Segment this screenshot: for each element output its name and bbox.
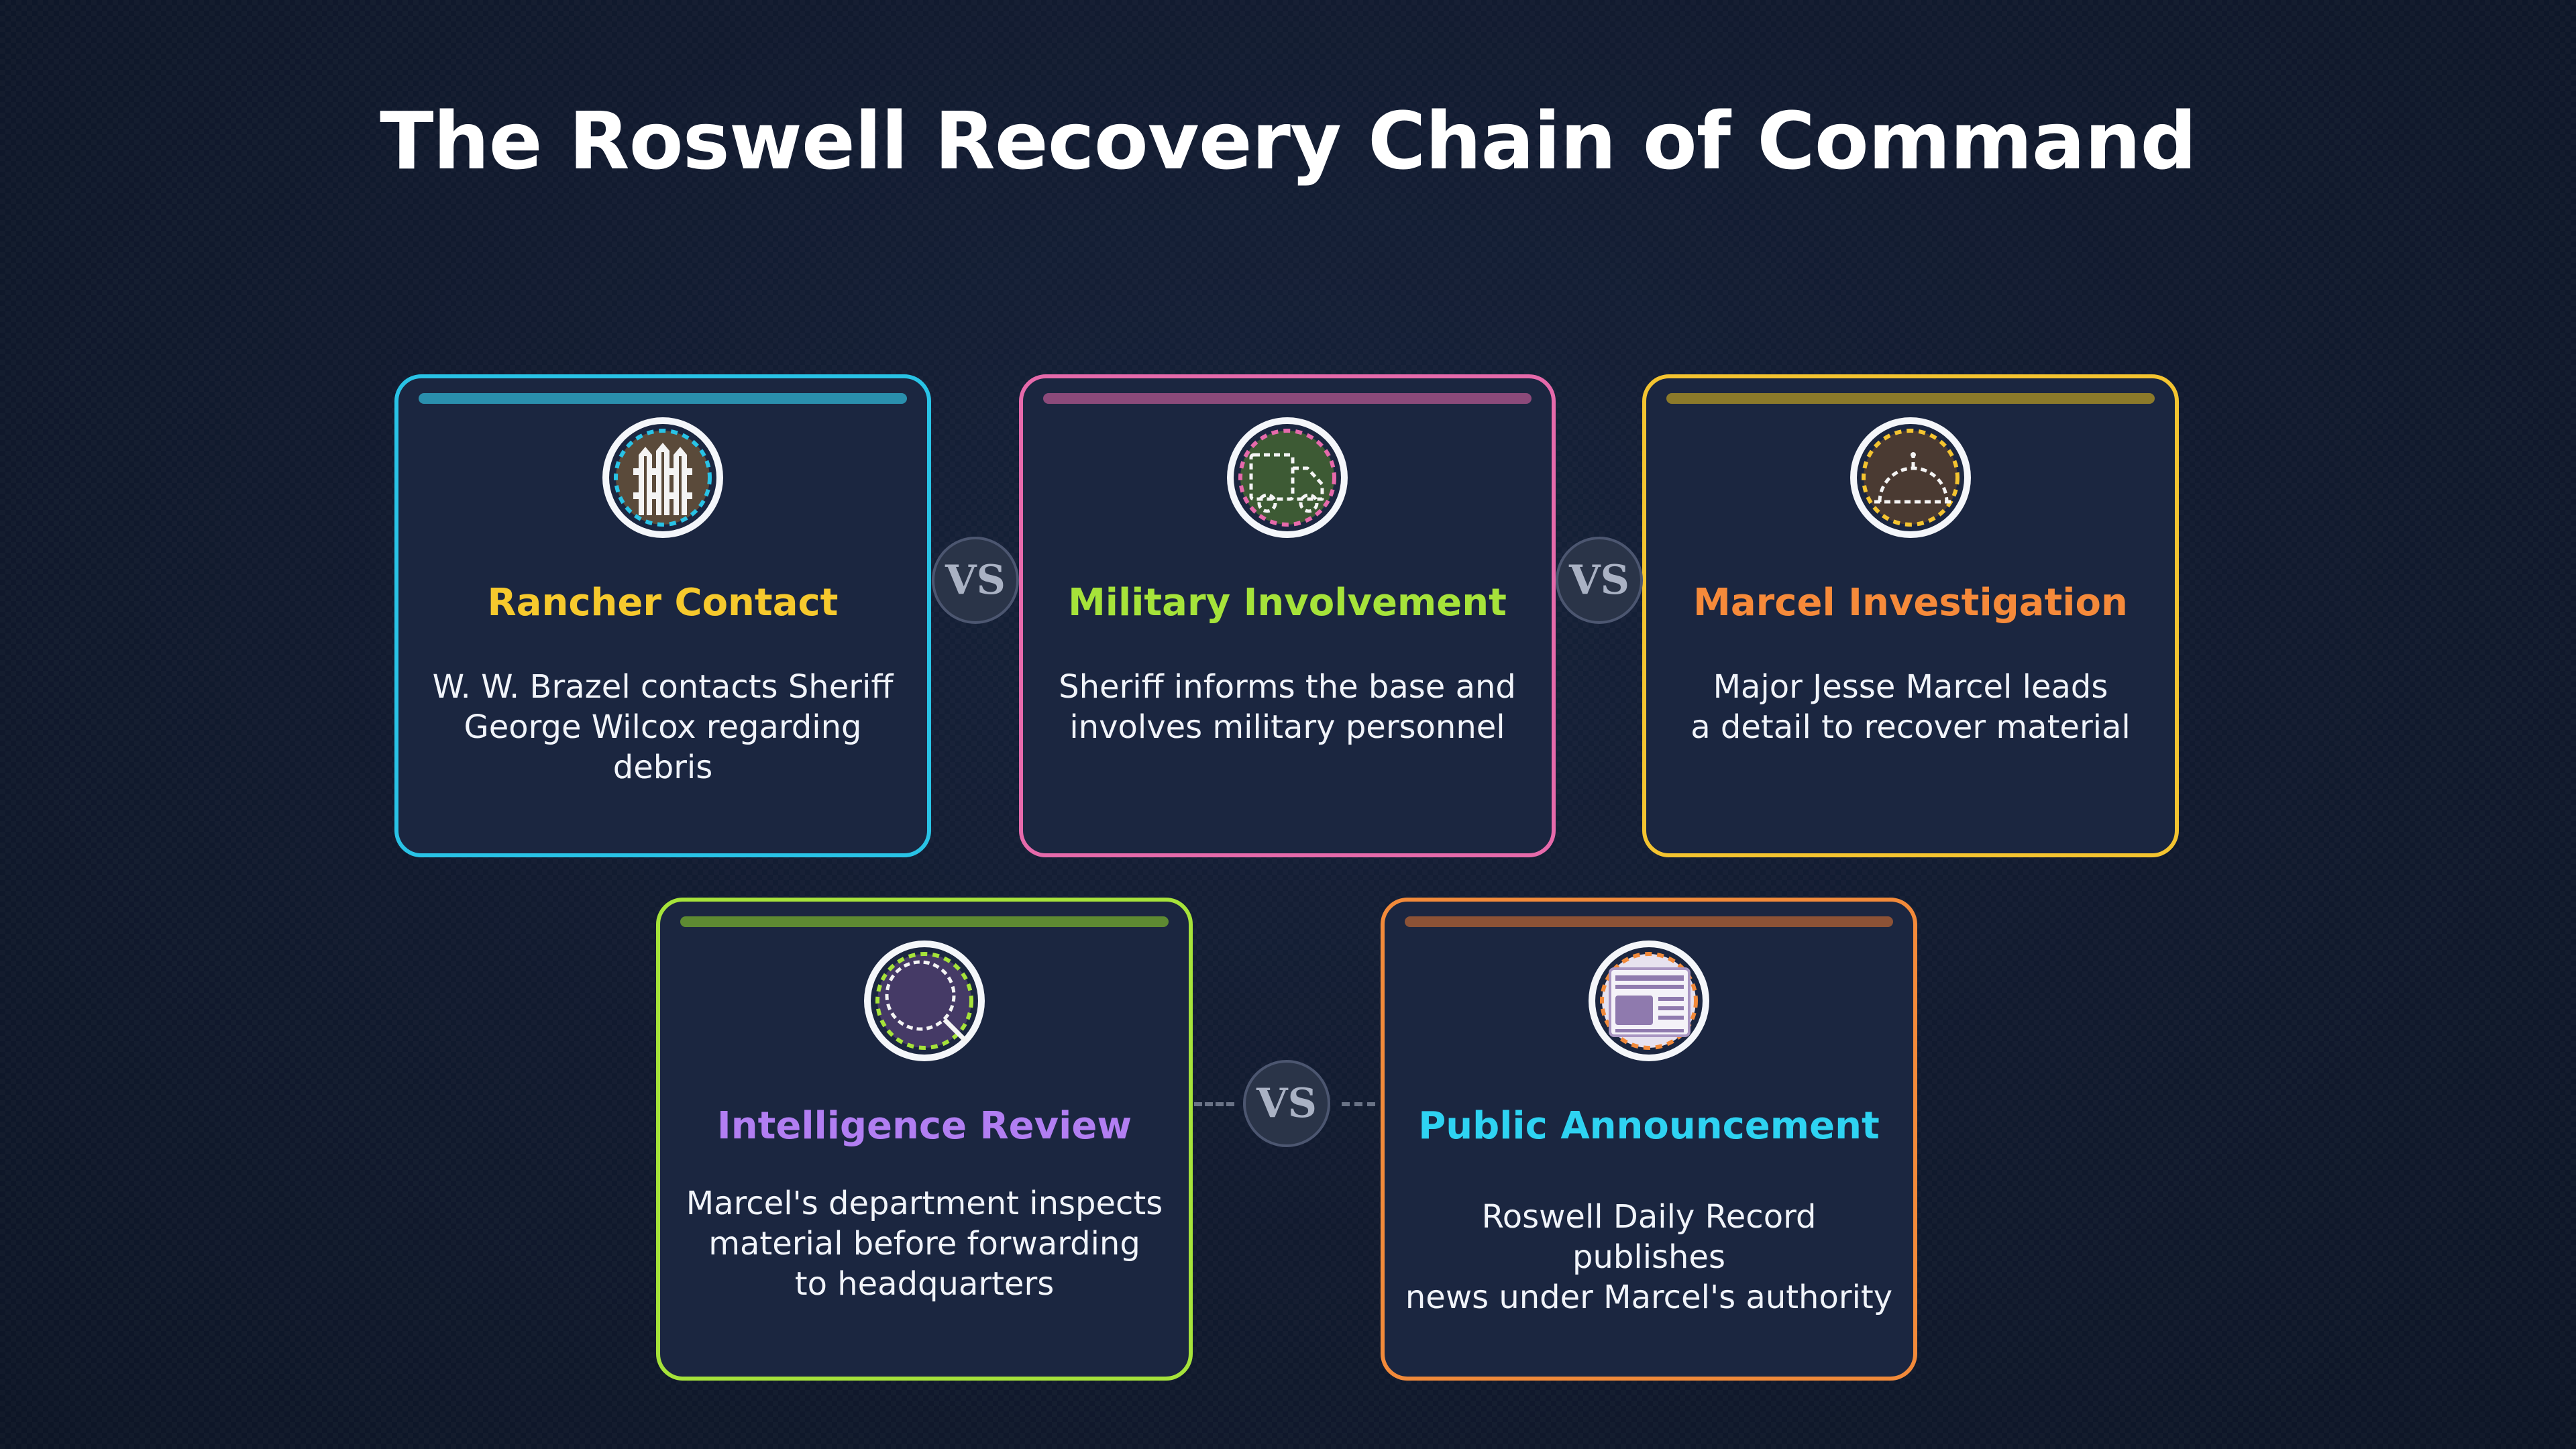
truck-icon	[1224, 415, 1350, 541]
card-title: Rancher Contact	[487, 581, 839, 625]
card-title: Public Announcement	[1418, 1104, 1880, 1148]
card-description: Major Jesse Marcel leads a detail to rec…	[1690, 668, 2131, 746]
page-title: The Roswell Recovery Chain of Command	[380, 95, 2197, 187]
card-accent-bar	[1405, 916, 1893, 927]
card-title: Military Involvement	[1068, 581, 1507, 625]
newspaper-icon	[1586, 938, 1712, 1064]
card-public-announcement: Public Announcement Roswell Daily Record…	[1381, 898, 1917, 1381]
connector-dash-right	[1342, 1102, 1375, 1106]
vs-connector-2-3: VS	[1556, 537, 1643, 624]
card-military-involvement: Military Involvement Sheriff informs the…	[1019, 374, 1556, 857]
radar-icon	[1847, 415, 1974, 541]
magnifier-icon	[861, 938, 987, 1064]
card-accent-bar	[1666, 393, 2155, 404]
card-accent-bar	[1043, 393, 1532, 404]
connector-dash-left	[1194, 1102, 1234, 1106]
card-description: Marcel's department inspects material be…	[686, 1185, 1163, 1303]
card-title: Intelligence Review	[716, 1104, 1132, 1148]
card-description: Roswell Daily Record publishes news unde…	[1405, 1198, 1893, 1316]
card-accent-bar	[419, 393, 907, 404]
vs-connector-4-5: VS	[1243, 1060, 1330, 1147]
fence-icon	[600, 415, 726, 541]
card-title: Marcel Investigation	[1693, 581, 2128, 625]
card-intelligence-review: Intelligence Review Marcel's department …	[656, 898, 1193, 1381]
card-description: Sheriff informs the base and involves mi…	[1059, 668, 1516, 746]
vs-connector-1-2: VS	[932, 537, 1019, 624]
card-description: W. W. Brazel contacts Sheriff George Wil…	[432, 668, 894, 786]
card-accent-bar	[680, 916, 1169, 927]
card-marcel-investigation: Marcel Investigation Major Jesse Marcel …	[1642, 374, 2179, 857]
card-rancher-contact: Rancher Contact W. W. Brazel contacts Sh…	[394, 374, 931, 857]
